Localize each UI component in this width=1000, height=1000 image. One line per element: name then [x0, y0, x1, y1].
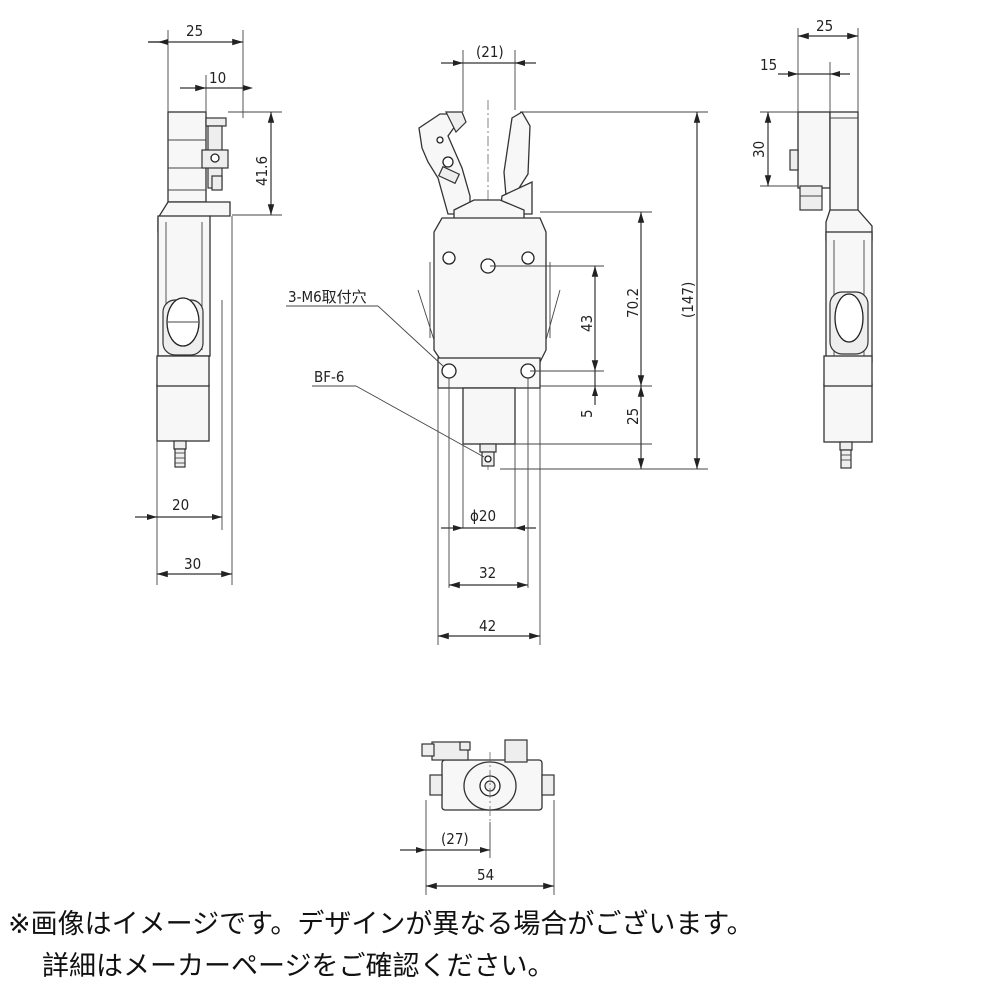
bottom-view: [421, 739, 555, 822]
dim-15-right: 15: [760, 56, 777, 74]
dim-25-left: 25: [186, 22, 203, 40]
dim-70-2-front: 70.2: [624, 288, 642, 318]
dim-41-6-left: 41.6: [253, 156, 271, 186]
right-dimensions: 25 15 30: [750, 17, 859, 187]
dim-phi20-front: ϕ20: [470, 507, 496, 525]
dim-27-bottom: (27): [441, 830, 469, 848]
dim-5-front: 5: [578, 409, 596, 418]
front-view: [417, 100, 561, 470]
dim-25-front: 25: [624, 408, 642, 425]
bottom-dimensions: (27) 54: [400, 800, 555, 895]
front-dimensions: (21) 43 70.2 (147) 5 25 ϕ20 32 42 3-M6取付…: [286, 43, 708, 645]
dim-10-left: 10: [209, 69, 226, 87]
right-side-view: [789, 111, 873, 469]
callout-fitting: BF-6: [314, 368, 344, 386]
dim-147-front: (147): [679, 282, 697, 318]
dim-54-bottom: 54: [477, 866, 494, 884]
dim-30-left: 30: [184, 555, 201, 573]
dim-32-front: 32: [479, 564, 496, 582]
dim-30-right: 30: [750, 141, 768, 158]
dim-42-front: 42: [479, 617, 496, 635]
disclaimer-line-1: ※画像はイメージです。デザインが異なる場合がございます。: [8, 909, 754, 940]
left-side-view: [156, 111, 231, 468]
dim-43-front: 43: [578, 315, 596, 332]
disclaimer-line-2: 詳細はメーカーページをご確認ください。: [42, 951, 555, 982]
callout-mount-holes: 3-M6取付穴: [288, 288, 367, 306]
dim-21-front: (21): [476, 43, 504, 61]
left-dimensions: 25 10 41.6 20 30: [135, 22, 282, 585]
dim-20-left: 20: [172, 496, 189, 514]
dim-25-right: 25: [816, 17, 833, 35]
